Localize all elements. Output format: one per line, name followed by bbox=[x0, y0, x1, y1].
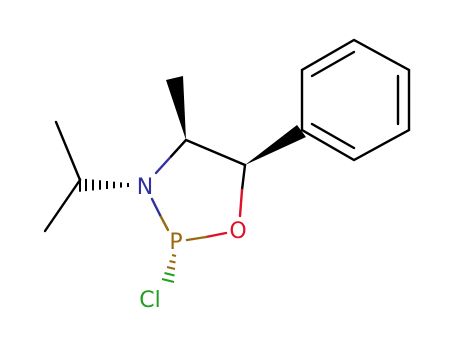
oxazaphospholidine-ring bbox=[150, 138, 247, 242]
bond-c4-c5 bbox=[184, 138, 247, 167]
phenyl-ring bbox=[300, 38, 411, 162]
bond-o-p bbox=[204, 231, 228, 239]
atom-label-chlorine: Cl bbox=[139, 288, 160, 313]
atom-label-phosphorus: P bbox=[169, 230, 182, 255]
bond-p-n bbox=[158, 213, 170, 232]
phenyl-inner-bond-1 bbox=[310, 50, 356, 78]
bond-c5-o bbox=[240, 163, 247, 192]
isopropyl-group bbox=[43, 120, 82, 233]
phenyl-outer-hexagon bbox=[300, 38, 411, 162]
bond-ch-to-upper-methyl bbox=[54, 120, 82, 182]
hashed-wedge-p-cl bbox=[161, 254, 177, 283]
phenyl-inner-bond-3 bbox=[310, 122, 356, 150]
hashed-wedge-n-isopropyl bbox=[79, 178, 129, 192]
bond-ch-to-lower-methyl bbox=[43, 178, 82, 233]
wedge-c4-methyl bbox=[166, 76, 186, 140]
atom-label-oxygen: O bbox=[229, 219, 246, 244]
wedge-c5-phenyl bbox=[245, 125, 306, 165]
atom-label-nitrogen: N bbox=[137, 175, 153, 200]
